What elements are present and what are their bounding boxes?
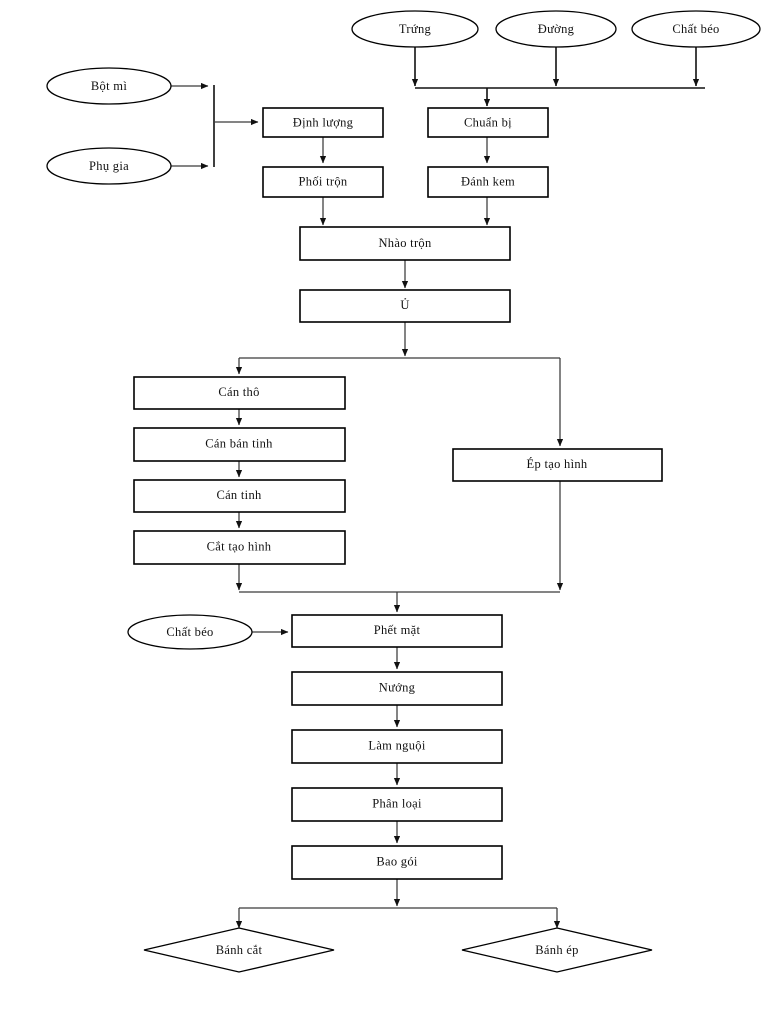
node-label: Bao gói <box>376 854 418 868</box>
rect-shape <box>133 530 346 565</box>
node-phu-gia[interactable]: Phụ gia <box>46 147 172 185</box>
node-label: Chuẩn bị <box>464 115 512 129</box>
ellipse-shape <box>351 10 479 48</box>
rect-shape <box>299 289 511 323</box>
diamond-shape <box>461 927 653 973</box>
rect-shape <box>291 845 503 880</box>
node-ep-tao-hinh[interactable]: Ép tạo hình <box>452 448 663 482</box>
node-dinh-luong[interactable]: Định lượng <box>262 107 384 138</box>
node-can-tho[interactable]: Cán thô <box>133 376 346 410</box>
node-label: Phết mặt <box>374 623 421 637</box>
rect-shape <box>427 107 549 138</box>
rect-shape <box>133 376 346 410</box>
edges-split-after-u <box>235 322 564 447</box>
node-label: Bột mì <box>91 79 127 93</box>
edges-left-ingredients <box>171 82 259 170</box>
ellipse-shape <box>127 614 253 650</box>
node-label: Nhào trộn <box>378 236 431 250</box>
ellipse-shape <box>495 10 617 48</box>
node-banh-cat[interactable]: Bánh cắt <box>143 927 335 973</box>
diamond-shape <box>143 927 335 973</box>
rect-shape <box>133 479 346 513</box>
node-phoi-tron[interactable]: Phối trộn <box>262 166 384 198</box>
node-label: Phân loại <box>372 796 422 810</box>
node-label: Phụ gia <box>89 159 129 173</box>
edges-columns <box>319 137 491 289</box>
node-label: Cán tinh <box>216 488 262 502</box>
node-label: Bánh ép <box>535 943 578 957</box>
node-cat-tao-hinh[interactable]: Cắt tạo hình <box>133 530 346 565</box>
rect-shape <box>262 107 384 138</box>
node-lam-nguoi[interactable]: Làm nguội <box>291 729 503 764</box>
node-u[interactable]: Ủ <box>299 289 511 323</box>
node-label: Phối trộn <box>299 174 348 188</box>
rect-shape <box>262 166 384 198</box>
node-label: Chất béo <box>166 625 213 639</box>
node-label: Ủ <box>400 298 409 312</box>
node-label: Chất béo <box>672 22 719 36</box>
node-label: Cán bán tinh <box>205 436 273 450</box>
rect-shape <box>427 166 549 198</box>
node-label: Trứng <box>399 22 432 36</box>
rect-shape <box>299 226 511 261</box>
node-chat-beo-top[interactable]: Chất béo <box>631 10 761 48</box>
node-banh-ep[interactable]: Bánh ép <box>461 927 653 973</box>
rect-shape <box>291 614 503 648</box>
edges-top-ingredients <box>411 47 705 107</box>
node-danh-kem[interactable]: Đánh kem <box>427 166 549 198</box>
ellipse-shape <box>46 147 172 185</box>
node-bao-goi[interactable]: Bao gói <box>291 845 503 880</box>
node-label: Cắt tạo hình <box>207 539 272 553</box>
node-label: Ép tạo hình <box>527 457 588 471</box>
edges-rolling-chain <box>235 409 564 613</box>
rect-shape <box>291 729 503 764</box>
rect-shape <box>291 787 503 822</box>
node-chat-beo-mid[interactable]: Chất béo <box>127 614 253 650</box>
node-label: Bánh cắt <box>216 943 263 957</box>
node-nuong[interactable]: Nướng <box>291 671 503 706</box>
node-trung[interactable]: Trứng <box>351 10 479 48</box>
rect-shape <box>133 427 346 462</box>
rect-shape <box>291 671 503 706</box>
node-label: Định lượng <box>293 115 354 129</box>
rect-shape <box>452 448 663 482</box>
node-label: Đánh kem <box>461 174 515 188</box>
node-chuan-bi[interactable]: Chuẩn bị <box>427 107 549 138</box>
node-duong[interactable]: Đường <box>495 10 617 48</box>
node-can-ban-tinh[interactable]: Cán bán tinh <box>133 427 346 462</box>
node-bot-mi[interactable]: Bột mì <box>46 67 172 105</box>
edges-final-split <box>235 879 561 929</box>
node-nhao-tron[interactable]: Nhào trộn <box>299 226 511 261</box>
node-phet-mat[interactable]: Phết mặt <box>291 614 503 648</box>
node-can-tinh[interactable]: Cán tinh <box>133 479 346 513</box>
ellipse-shape <box>46 67 172 105</box>
edges-finishing-chain <box>252 628 401 844</box>
ellipse-shape <box>631 10 761 48</box>
node-label: Làm nguội <box>368 738 425 752</box>
node-label: Cán thô <box>218 385 259 399</box>
node-label: Nướng <box>379 680 416 694</box>
node-phan-loai[interactable]: Phân loại <box>291 787 503 822</box>
node-label: Đường <box>538 22 575 36</box>
